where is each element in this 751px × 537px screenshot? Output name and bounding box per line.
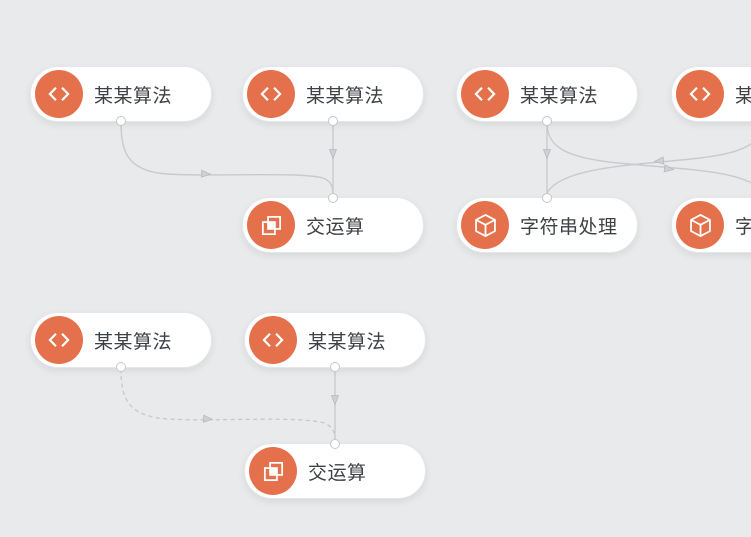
edge-algo-5-to-intersect-2[interactable]	[120, 368, 336, 440]
edge-arrow-icon	[330, 395, 340, 406]
node-icon-circle	[676, 201, 724, 249]
connection-port-top-string-1[interactable]	[542, 193, 552, 203]
edge-algo-1-to-intersect-1[interactable]	[120, 122, 334, 194]
edge-arrow-icon	[328, 149, 338, 160]
code-brackets-icon	[48, 332, 70, 348]
code-brackets-icon	[48, 86, 70, 102]
node-icon-circle	[676, 70, 724, 118]
connection-port-top-intersect-1[interactable]	[328, 193, 338, 203]
flow-node-string-2[interactable]: 字符串处理	[671, 197, 751, 253]
flow-node-algo-3[interactable]: 某某算法	[456, 66, 638, 126]
cube-icon	[689, 213, 711, 237]
code-brackets-icon	[474, 86, 496, 102]
edge-algo-3-to-string-2[interactable]	[546, 122, 751, 192]
node-label: 字符串处理	[520, 215, 618, 238]
flow-node-algo-1[interactable]: 某某算法	[30, 66, 212, 126]
connection-port-top-intersect-2[interactable]	[330, 439, 340, 449]
node-label: 字符串处理	[735, 215, 751, 238]
flow-node-string-1[interactable]: 字符串处理	[456, 193, 638, 253]
node-icon-circle	[247, 70, 295, 118]
connection-port-bottom-algo-2[interactable]	[328, 116, 338, 126]
node-label: 某某算法	[94, 330, 173, 353]
node-label: 交运算	[308, 461, 367, 484]
code-brackets-icon	[260, 86, 282, 102]
node-label: 某某算法	[520, 84, 599, 107]
edge-arrow-icon	[542, 149, 552, 160]
edge-arrow-icon	[653, 156, 665, 165]
flow-node-algo-6[interactable]: 某某算法	[244, 312, 426, 372]
node-icon-circle	[35, 70, 83, 118]
flow-node-algo-4[interactable]: 某某算法	[671, 66, 751, 122]
code-brackets-icon	[262, 332, 284, 348]
node-label: 某某算法	[306, 84, 385, 107]
code-brackets-icon	[689, 86, 711, 102]
edge-arrow-icon	[200, 169, 212, 178]
edge-algo-4-to-string-1[interactable]	[546, 123, 751, 194]
node-label: 某某算法	[308, 330, 387, 353]
intersect-squares-icon	[263, 461, 283, 481]
node-label: 某某算法	[735, 84, 751, 107]
flow-node-algo-2[interactable]: 某某算法	[242, 66, 424, 126]
connection-port-bottom-algo-3[interactable]	[542, 116, 552, 126]
node-icon-circle	[247, 201, 295, 249]
intersect-squares-icon	[261, 215, 281, 235]
node-icon-circle	[35, 316, 83, 364]
flow-node-algo-5[interactable]: 某某算法	[30, 312, 212, 372]
flow-node-intersect-2[interactable]: 交运算	[244, 439, 426, 499]
edge-arrow-icon	[663, 164, 675, 173]
flow-node-intersect-1[interactable]: 交运算	[242, 193, 424, 253]
node-label: 交运算	[306, 215, 365, 238]
connection-port-bottom-algo-5[interactable]	[116, 362, 126, 372]
cube-icon	[474, 213, 496, 237]
connection-port-bottom-algo-6[interactable]	[330, 362, 340, 372]
connection-port-bottom-algo-1[interactable]	[116, 116, 126, 126]
node-icon-circle	[461, 201, 509, 249]
node-label: 某某算法	[94, 84, 173, 107]
node-icon-circle	[461, 70, 509, 118]
edge-arrow-icon	[202, 414, 214, 423]
node-icon-circle	[249, 447, 297, 495]
node-icon-circle	[249, 316, 297, 364]
